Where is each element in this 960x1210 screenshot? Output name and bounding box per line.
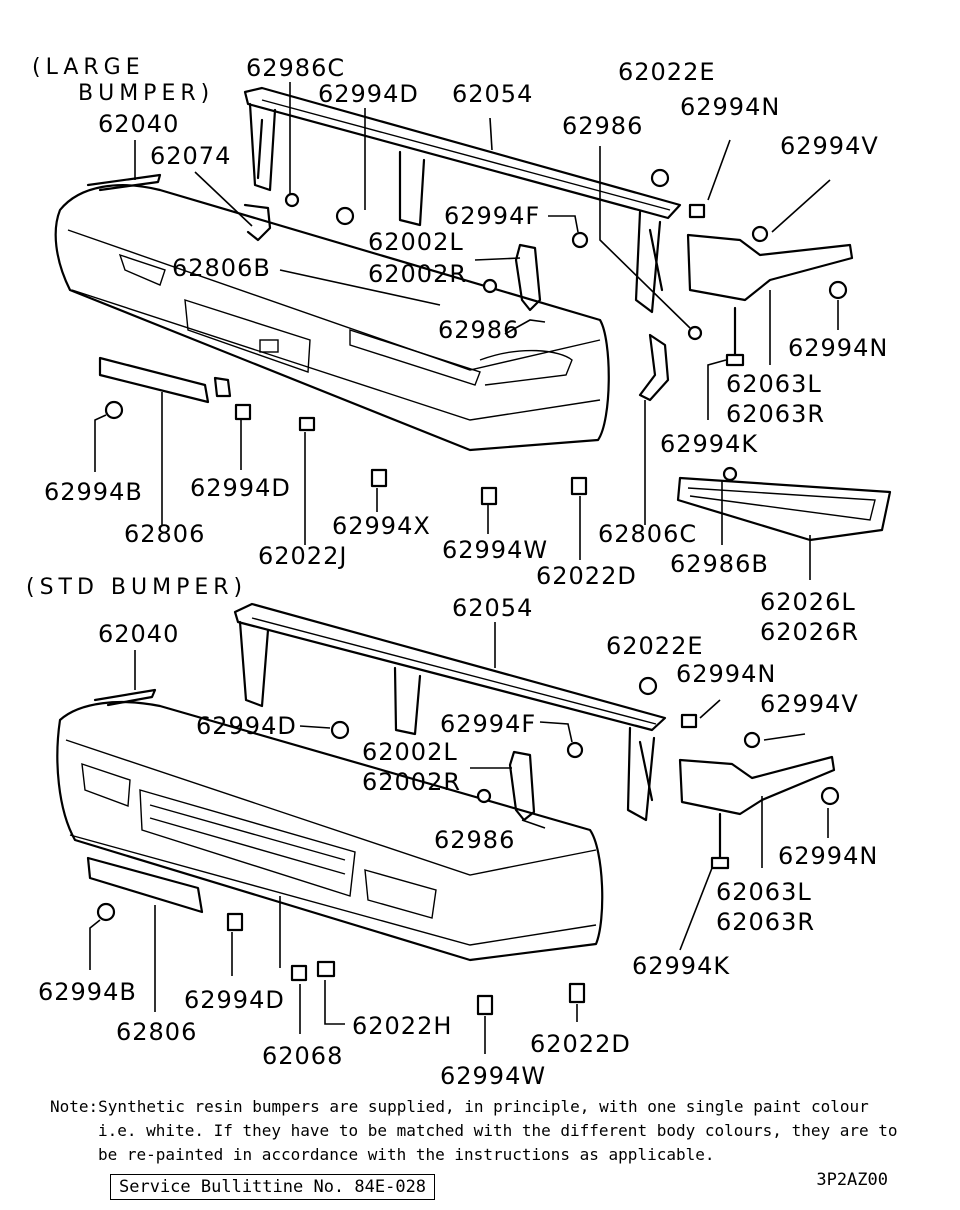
part-label: 62994B — [44, 478, 143, 506]
std-bumper-section: (STD BUMPER) — [26, 575, 878, 1090]
part-label: 62063R — [716, 908, 815, 936]
part-label: 62994K — [632, 952, 730, 980]
part-label: 62994N — [680, 93, 780, 121]
part-label: 62994W — [440, 1062, 546, 1090]
part-label: 62022E — [618, 58, 716, 86]
std-plate-bracket — [86, 856, 204, 914]
part-label: 62026R — [760, 618, 859, 646]
part-label: 62994N — [788, 334, 888, 362]
part-label: 62040 — [98, 110, 179, 138]
part-label: 62022D — [536, 562, 637, 590]
part-label: 62806 — [124, 520, 205, 548]
part-label: 62063L — [716, 878, 812, 906]
part-label: 62022D — [530, 1030, 631, 1058]
part-label: 62994W — [442, 536, 548, 564]
std-bumper-cover — [56, 688, 604, 962]
large-side-bracket-62063 — [686, 233, 854, 302]
part-label: 62806B — [172, 254, 271, 282]
part-label: 62002R — [368, 260, 467, 288]
large-bumper-cover — [54, 173, 610, 452]
part-label: 62994D — [318, 80, 419, 108]
part-label: 62994N — [676, 660, 776, 688]
large-bracket-62806c — [638, 333, 670, 402]
part-label: 62063R — [726, 400, 825, 428]
large-leader-lines — [94, 82, 839, 580]
part-label: 62994V — [760, 690, 859, 718]
part-label: 62022J — [258, 542, 347, 570]
std-reinforcement-bar — [233, 602, 667, 822]
large-bracket-62806b — [213, 376, 232, 398]
part-label: 62986 — [562, 112, 643, 140]
note-line-1: Note:Synthetic resin bumpers are supplie… — [50, 1097, 869, 1116]
part-label: 62994F — [440, 710, 536, 738]
large-fasteners — [104, 168, 848, 506]
part-label: 62994D — [190, 474, 291, 502]
part-label: 62994D — [196, 712, 297, 740]
std-side-bracket-62063 — [678, 755, 836, 816]
part-label: 62994X — [332, 512, 431, 540]
std-fasteners — [96, 676, 840, 1016]
part-label: 62022E — [606, 632, 704, 660]
part-label: 62022H — [352, 1012, 452, 1040]
part-label: 62040 — [98, 620, 179, 648]
part-label: 62986 — [438, 316, 519, 344]
part-label: 62994K — [660, 430, 758, 458]
part-label: 62994B — [38, 978, 137, 1006]
part-label: 62994D — [184, 986, 285, 1014]
large-plate-bracket — [98, 356, 210, 404]
diagram-code: 3P2AZ00 — [816, 1170, 888, 1190]
large-reinforcement-bar — [243, 86, 682, 314]
large-molding — [676, 476, 892, 542]
part-label: 62986 — [434, 826, 515, 854]
part-label: 62994V — [780, 132, 879, 160]
part-label: 62986B — [670, 550, 769, 578]
part-label: 62063L — [726, 370, 822, 398]
part-label: 62002R — [362, 768, 461, 796]
large-bumper-section: (LARGE BUMPER) — [32, 54, 892, 646]
part-label: 62986C — [246, 54, 345, 82]
part-label: 62994F — [444, 202, 540, 230]
part-label: 62002L — [362, 738, 458, 766]
part-label: 62994N — [778, 842, 878, 870]
large-bracket-62074 — [243, 203, 272, 242]
part-label: 62026L — [760, 588, 856, 616]
std-leader-lines — [89, 622, 829, 1054]
part-label: 62806 — [116, 1018, 197, 1046]
note-line-3: be re-painted in accordance with the ins… — [98, 1145, 715, 1164]
part-label: 62054 — [452, 594, 533, 622]
std-bumper-title: (STD BUMPER) — [26, 575, 247, 600]
note-line-2: i.e. white. If they have to be matched w… — [98, 1121, 898, 1140]
large-bumper-title-2: BUMPER) — [78, 81, 214, 106]
part-label: 62002L — [368, 228, 464, 256]
large-bracket-62002 — [514, 243, 542, 312]
service-bulletin-box: Service Bullittine No. 84E-028 — [110, 1174, 436, 1200]
part-label: 62054 — [452, 80, 533, 108]
large-bumper-title-1: (LARGE — [32, 55, 145, 80]
part-label: 62806C — [598, 520, 697, 548]
part-label: 62068 — [262, 1042, 343, 1070]
part-label: 62074 — [150, 142, 231, 170]
